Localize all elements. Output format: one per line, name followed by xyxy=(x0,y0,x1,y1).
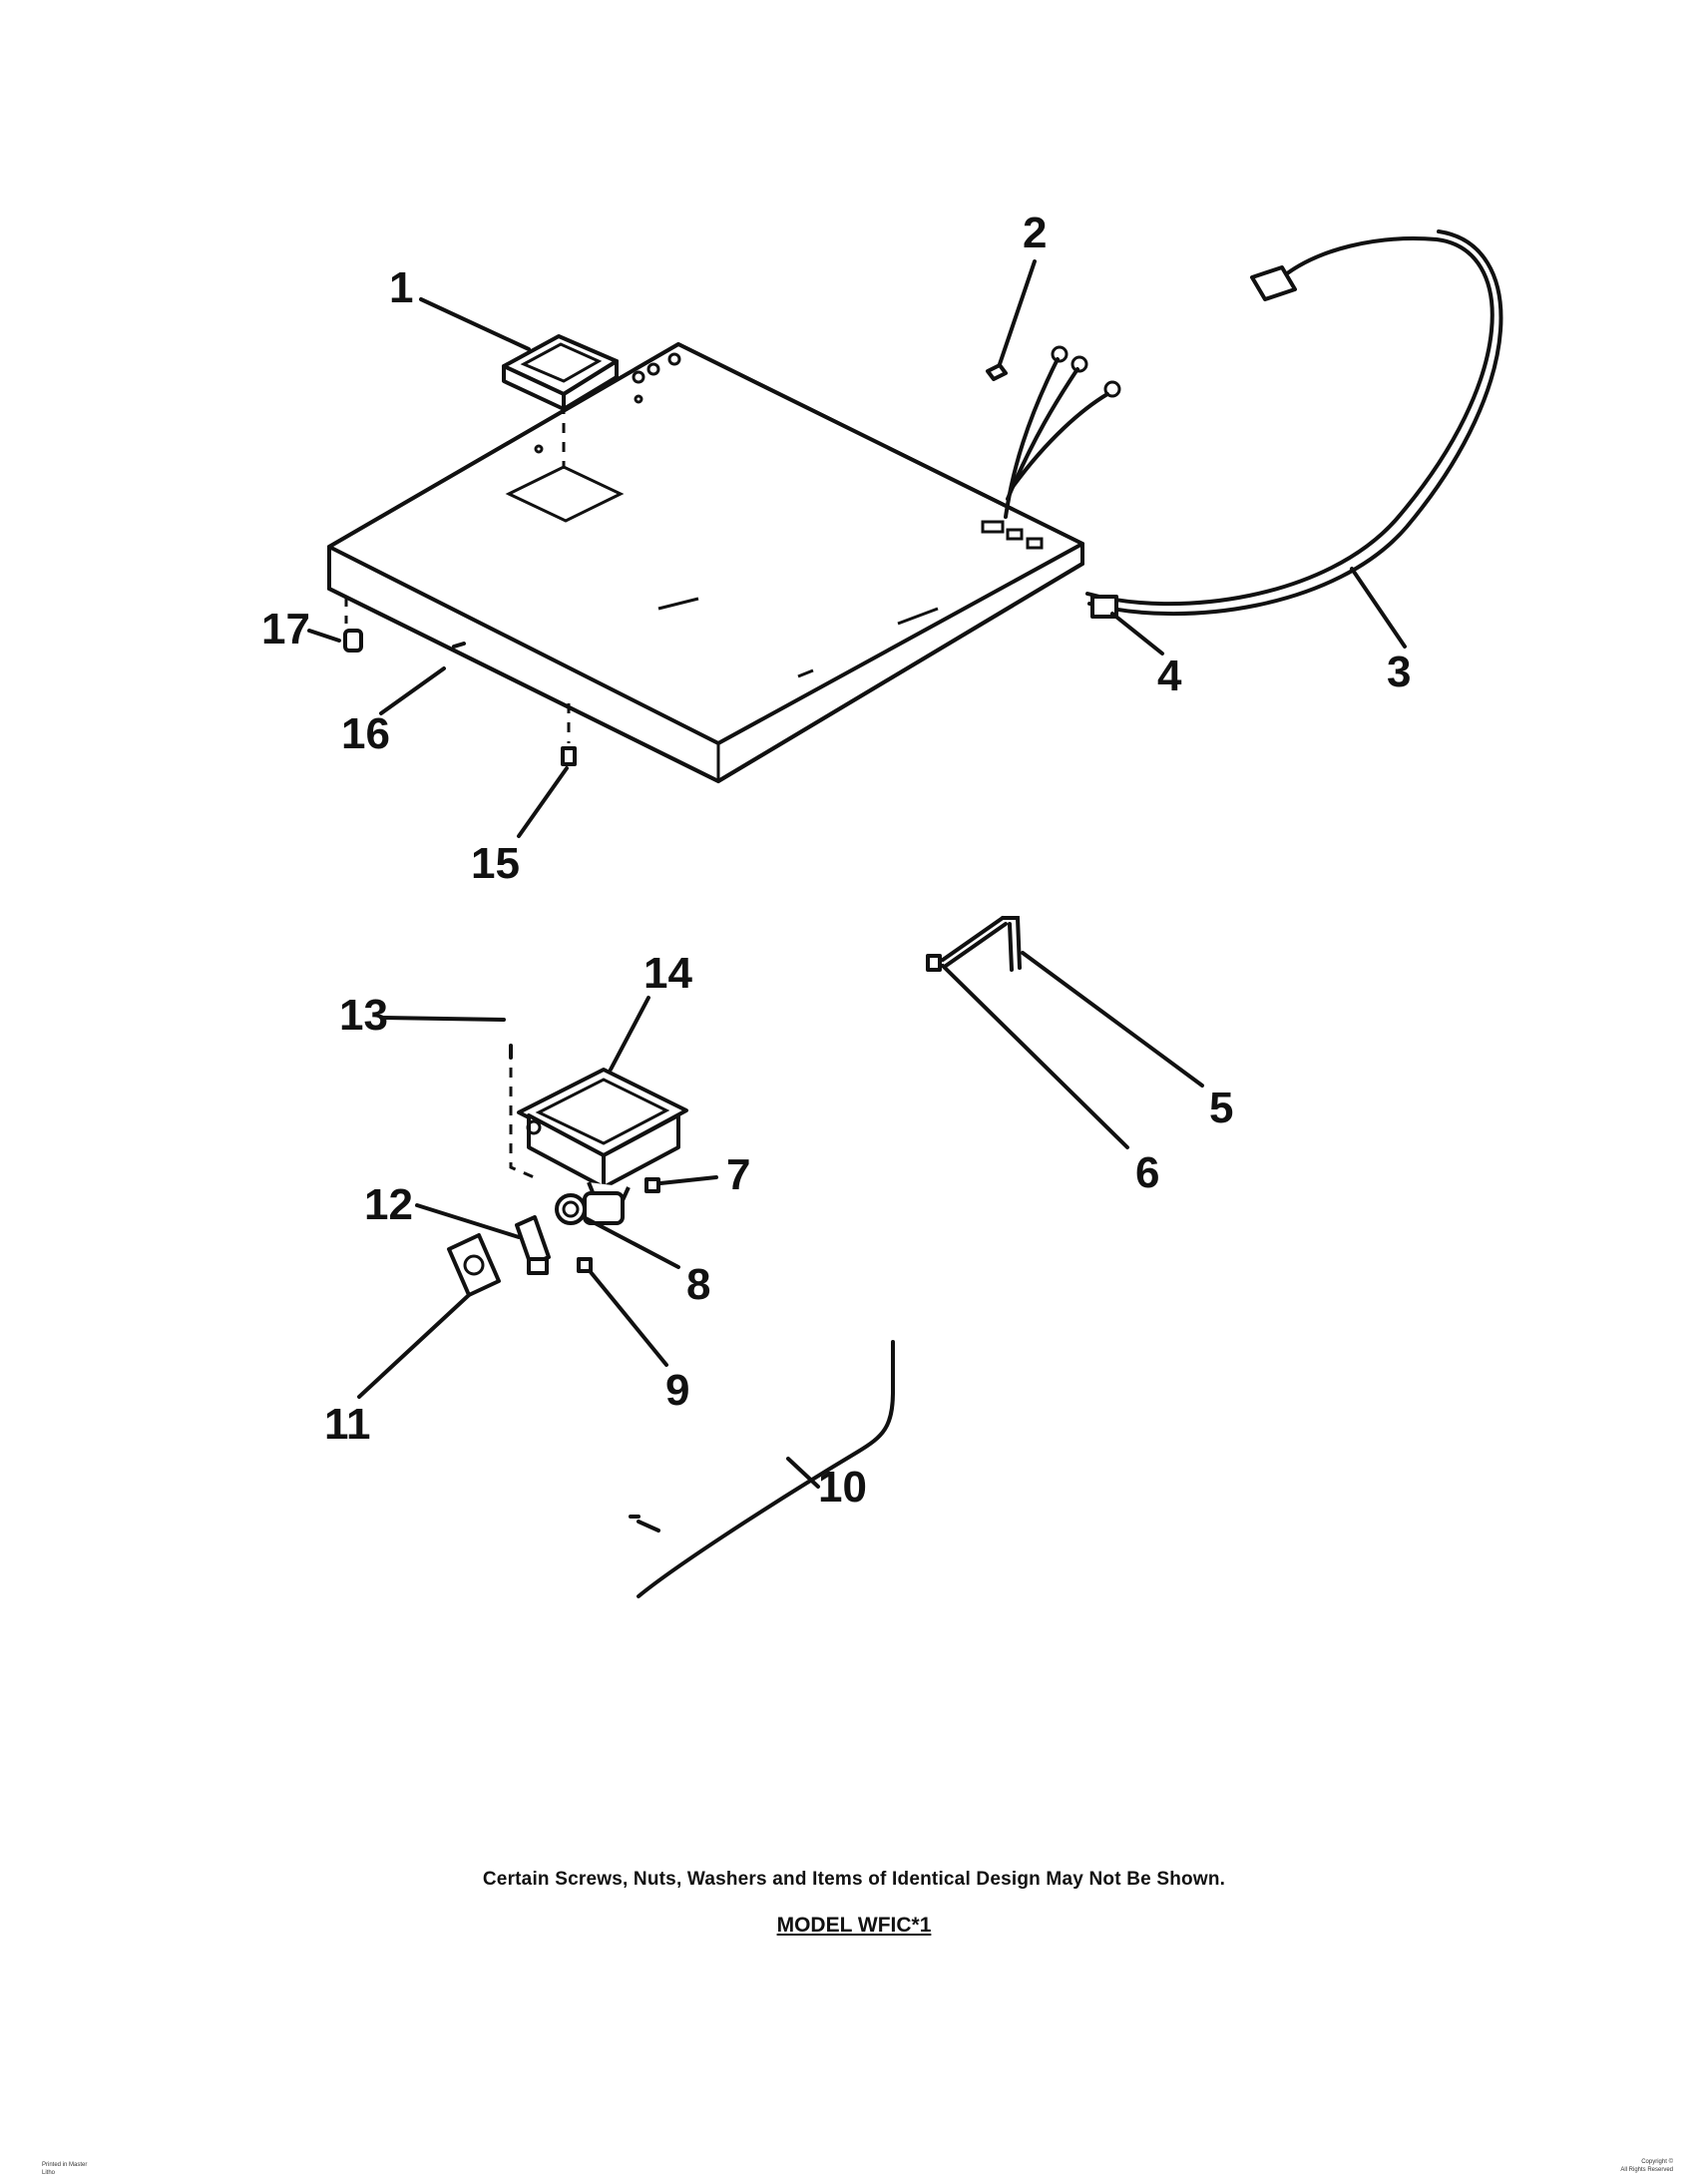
footer-left-fine-print: Printed in Master Litho xyxy=(42,2161,87,2177)
part-10-hose xyxy=(629,1340,895,1598)
footer-right-line-2: All Rights Reserved xyxy=(1620,2167,1673,2173)
part-5-rod xyxy=(941,916,1022,972)
footer-right-line-1: Copyright © xyxy=(1641,2159,1673,2165)
footer-right-fine-print: Copyright © All Rights Reserved xyxy=(1498,2158,1673,2174)
callout-6: 6 xyxy=(1135,1148,1159,1197)
callout-5: 5 xyxy=(1209,1084,1233,1132)
wiring-harness xyxy=(1004,345,1121,519)
callout-1: 1 xyxy=(389,263,413,312)
footer-left-line-2: Litho xyxy=(42,2170,56,2176)
part-3-power-cord xyxy=(1085,229,1503,617)
footer-left-line-1: Printed in Master xyxy=(42,2162,88,2168)
callout-17: 17 xyxy=(261,605,310,654)
callout-16: 16 xyxy=(341,709,390,758)
callout-10: 10 xyxy=(818,1463,867,1512)
callout-12: 12 xyxy=(364,1180,413,1229)
callout-11: 11 xyxy=(324,1400,371,1449)
part-11-mounting-plate xyxy=(447,1233,501,1297)
callout-9: 9 xyxy=(665,1366,689,1415)
part-1-control-box xyxy=(502,334,619,411)
model-label: MODEL WFIC*1 xyxy=(776,1914,932,1937)
part-15-pin xyxy=(561,703,577,766)
part-9-screw xyxy=(577,1257,593,1273)
part-13-screw xyxy=(509,1044,540,1181)
callout-14: 14 xyxy=(643,949,692,998)
part-12-bracket xyxy=(515,1215,551,1275)
cabinet-top-panel xyxy=(327,342,1084,784)
callout-3: 3 xyxy=(1387,648,1411,696)
disclaimer-text: Certain Screws, Nuts, Washers and Items … xyxy=(482,1869,1226,1890)
part-8-valve xyxy=(555,1191,625,1225)
callout-4: 4 xyxy=(1157,652,1182,700)
part-2-screw xyxy=(986,363,1008,381)
part-16-clip xyxy=(452,642,466,649)
callout-15: 15 xyxy=(471,839,520,888)
callout-13: 13 xyxy=(339,991,388,1040)
part-7-screw xyxy=(644,1177,660,1193)
part-14-dispenser-cup xyxy=(517,1068,688,1211)
part-6-clip xyxy=(926,954,942,972)
part-17-nut xyxy=(343,597,363,653)
part-4-strain-relief xyxy=(1090,595,1118,619)
callout-8: 8 xyxy=(686,1260,710,1309)
callout-2: 2 xyxy=(1023,209,1047,257)
callout-7: 7 xyxy=(726,1150,750,1199)
